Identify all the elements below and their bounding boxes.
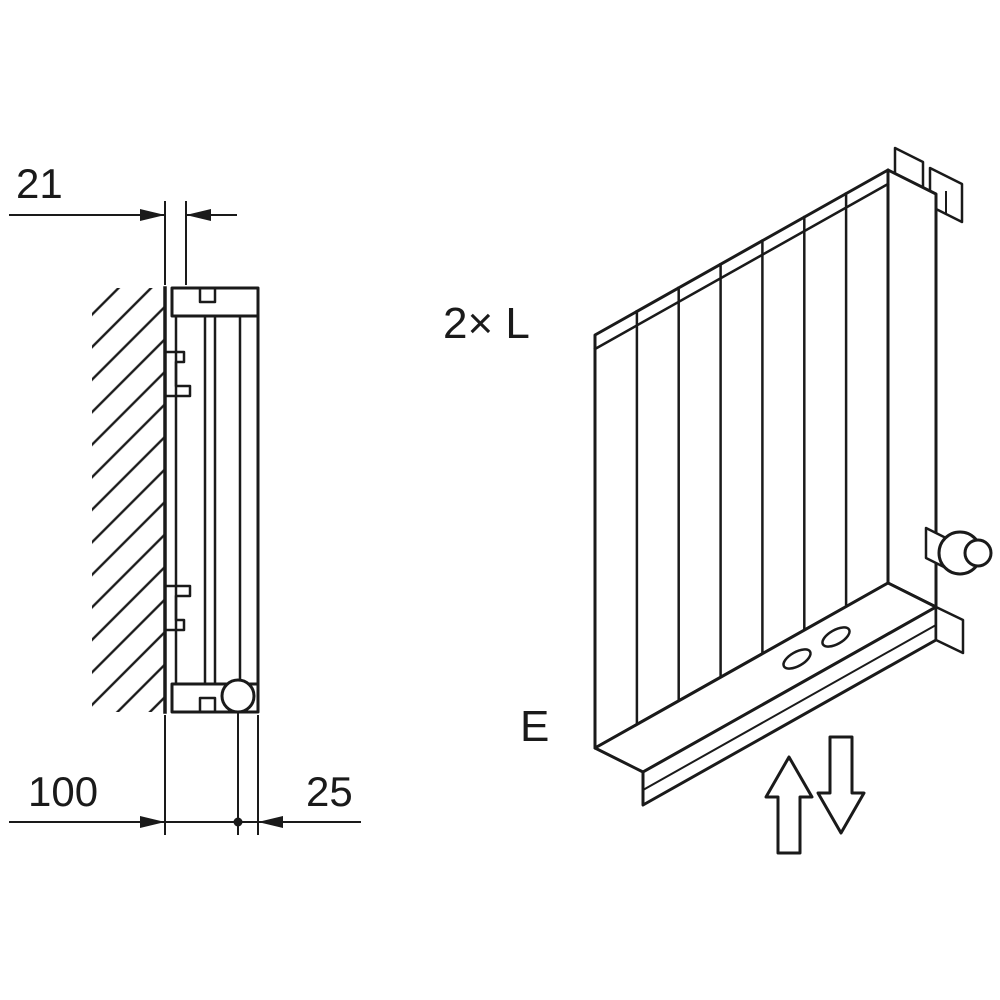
dimension-top: 21 (9, 160, 237, 285)
lower-bracket-hook (163, 584, 192, 632)
side-view: 21 100 25 (9, 160, 361, 835)
top-mounting-bracket (893, 146, 964, 224)
valve-cap (963, 538, 993, 568)
arrowhead-left (186, 209, 211, 221)
channel-end-block (934, 605, 965, 655)
arrowhead-right (140, 209, 165, 221)
iso-view: 2× L E (443, 146, 993, 855)
channel-groove-line (641, 623, 938, 792)
connection-hole (821, 626, 851, 648)
label-e: E (520, 702, 549, 751)
arrowhead-right (140, 816, 165, 828)
dimension-bottom: 100 25 (9, 713, 361, 835)
top-tab (198, 286, 217, 304)
down-arrow-icon (816, 735, 866, 835)
dim-label-21: 21 (16, 160, 63, 207)
flow-arrows (764, 735, 866, 855)
panel-divider-lines (635, 192, 848, 726)
bottom-channel (593, 581, 965, 807)
dim-label-25: 25 (306, 768, 353, 815)
dim-label-100: 100 (28, 768, 98, 815)
label-2xl: 2× L (443, 299, 530, 348)
wall-hatching (92, 288, 165, 712)
up-arrow-icon (764, 755, 814, 855)
radiator-side-profile (163, 286, 260, 714)
side-valve (924, 526, 993, 576)
dimension-dot (233, 817, 243, 827)
connection-hole (782, 648, 812, 670)
top-cap-edge-line (593, 182, 890, 351)
bottom-tab (198, 696, 217, 714)
upper-bracket-hook (163, 350, 192, 398)
arrowhead-left (258, 816, 283, 828)
valve-circle (220, 678, 256, 714)
